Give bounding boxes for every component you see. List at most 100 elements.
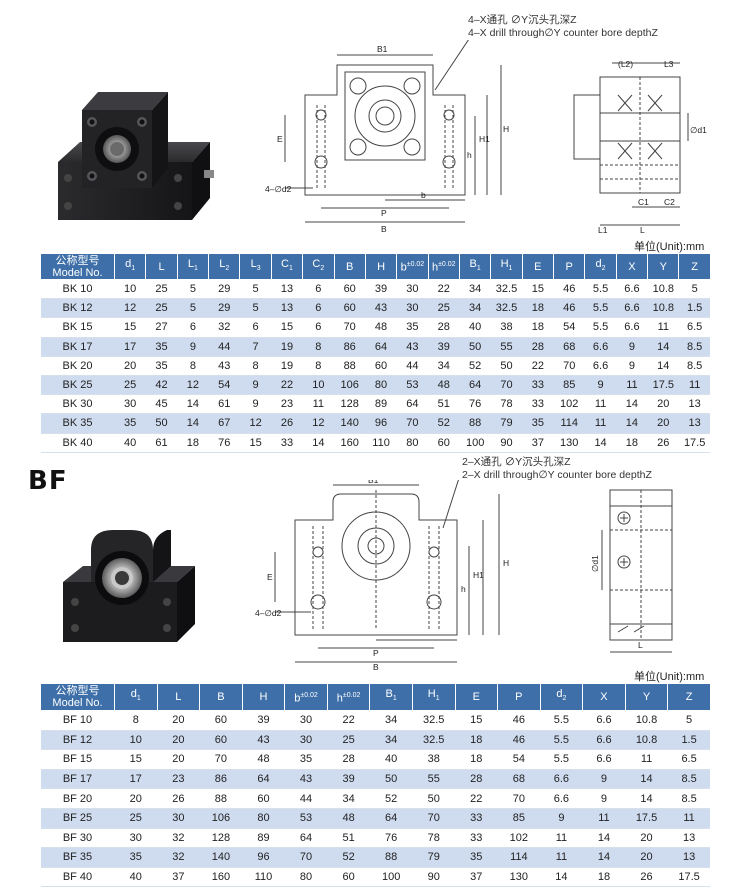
bf-value-cell: 114: [497, 847, 541, 868]
bf-value-cell: 60: [199, 710, 243, 731]
bk-value-cell: 17: [114, 337, 146, 357]
bk-value-cell: 9: [239, 394, 272, 415]
bf-value-cell: 11: [582, 808, 626, 829]
bk-value-cell: 5: [239, 279, 272, 300]
bk-value-cell: 9: [177, 337, 209, 357]
bk-value-cell: 13: [678, 413, 711, 434]
bk-label-L: L: [640, 225, 645, 235]
bk-value-cell: 6: [302, 298, 335, 319]
bf-value-cell: 34: [369, 710, 413, 731]
bk-value-cell: 18: [616, 433, 648, 453]
bk-value-cell: 160: [334, 433, 366, 453]
bk-value-cell: 28: [428, 317, 460, 338]
bf-header-cell: Y: [624, 683, 669, 711]
bk-label-B: B: [381, 224, 387, 234]
bk-value-cell: 15: [271, 317, 303, 338]
bk-header-cell: C1: [270, 253, 304, 280]
bf-value-cell: 96: [242, 847, 285, 868]
bk-value-cell: 80: [365, 375, 397, 396]
bk-value-cell: 14: [616, 394, 648, 415]
bf-model-cell: BF 25: [40, 808, 115, 829]
bk-header-cell: B1: [458, 253, 492, 280]
bf-annotation-en: 2–X drill through∅Y counter bore depthZ: [462, 469, 652, 481]
bk-value-cell: 88: [334, 356, 366, 376]
bk-header-cell: H: [364, 253, 398, 280]
bk-header-cell: B: [333, 253, 366, 280]
bf-model-cell: BF 30: [40, 828, 115, 849]
bf-value-cell: 9: [540, 808, 583, 829]
bk-value-cell: 6: [302, 279, 335, 300]
bk-value-cell: 114: [553, 413, 585, 434]
bf-value-cell: 20: [157, 749, 200, 770]
bk-label-d2: 4–∅d2: [265, 184, 292, 194]
bf-value-cell: 51: [327, 828, 370, 849]
bk-value-cell: 106: [334, 375, 366, 396]
bk-header-cell: Z: [678, 253, 711, 280]
bf-value-cell: 30: [114, 828, 158, 849]
bk-value-cell: 76: [208, 433, 240, 453]
bk-header-model-cn: 公称型号: [55, 254, 100, 267]
bf-value-cell: 110: [242, 867, 285, 888]
bk-value-cell: 70: [490, 375, 523, 396]
bk-value-cell: 13: [678, 394, 711, 415]
bk-value-cell: 90: [490, 433, 523, 453]
bk-value-cell: 17.5: [647, 375, 679, 396]
bk-model-cell: BK 12: [40, 298, 115, 319]
bk-model-cell: BK 20: [40, 356, 115, 376]
bk-value-cell: 44: [396, 356, 429, 376]
bk-value-cell: 6.6: [616, 298, 648, 319]
bf-value-cell: 86: [199, 769, 243, 790]
bf-value-cell: 18: [455, 749, 498, 770]
bf-value-cell: 5: [667, 710, 711, 731]
bf-value-cell: 25: [114, 808, 158, 829]
bf-value-cell: 8: [114, 710, 158, 731]
bf-value-cell: 43: [284, 769, 328, 790]
bk-value-cell: 20: [647, 413, 679, 434]
bf-value-cell: 32: [157, 828, 200, 849]
bf-value-cell: 25: [327, 730, 370, 751]
bk-value-cell: 54: [208, 375, 240, 396]
bf-label-L: L: [638, 640, 643, 650]
bk-unit-label: 单位(Unit):mm: [634, 241, 705, 253]
bf-value-cell: 6.6: [582, 730, 626, 751]
bk-value-cell: 20: [647, 394, 679, 415]
bk-value-cell: 14: [647, 337, 679, 357]
bf-label-d2: 4–∅d2: [255, 608, 282, 618]
bk-side-view-drawing: (L2) L3 ∅d1 L1 L C1 C2: [573, 59, 707, 235]
bk-value-cell: 5: [177, 279, 209, 300]
bf-value-cell: 70: [497, 788, 541, 809]
bk-value-cell: 5.5: [584, 298, 617, 319]
bk-value-cell: 60: [334, 298, 366, 319]
bk-label-p: P: [381, 208, 387, 218]
bk-value-cell: 29: [208, 298, 240, 319]
bf-value-cell: 34: [327, 788, 370, 809]
bf-value-cell: 50: [369, 769, 413, 790]
bk-header-cell: L1: [176, 253, 210, 280]
bk-header-cell: L: [145, 253, 178, 280]
bk-label-l3: L3: [664, 59, 674, 69]
bk-annotation-en: 4–X drill through∅Y counter bore depthZ: [468, 27, 658, 39]
bk-label-e: E: [277, 134, 283, 144]
bf-value-cell: 88: [369, 847, 413, 868]
bf-value-cell: 10.8: [625, 710, 668, 731]
bf-value-cell: 26: [625, 867, 668, 888]
bf-header-model-en: Model No.: [52, 697, 103, 709]
bk-value-cell: 27: [145, 317, 178, 338]
bk-value-cell: 12: [239, 413, 272, 434]
bk-value-cell: 11: [584, 394, 617, 415]
bf-value-cell: 76: [369, 828, 413, 849]
bk-value-cell: 8: [302, 356, 335, 376]
bf-value-cell: 70: [199, 749, 243, 770]
bk-value-cell: 10.8: [647, 279, 679, 300]
bk-value-cell: 9: [584, 375, 617, 396]
bf-value-cell: 15: [114, 749, 158, 770]
bf-value-cell: 40: [114, 867, 158, 888]
bf-value-cell: 102: [497, 828, 541, 849]
bk-label-c2: C2: [664, 197, 675, 207]
bk-value-cell: 11: [647, 317, 679, 338]
bf-value-cell: 140: [199, 847, 243, 868]
